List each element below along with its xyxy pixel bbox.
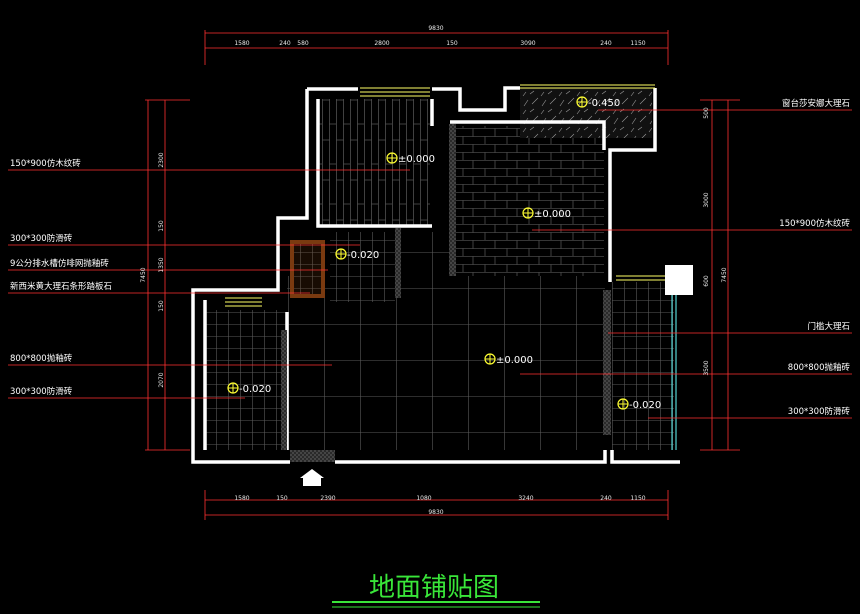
elevation-marker-bathroom: -0.020: [335, 248, 379, 261]
label-threshold-marble: 门槛大理石: [807, 321, 850, 332]
dimension-lines: [145, 30, 740, 520]
svg-text:±0.000: ±0.000: [398, 154, 435, 165]
elevation-marker-kitchen: -0.020: [227, 382, 271, 395]
right-dim-1: 500: [703, 107, 710, 119]
label-wood-tile-right: 150*900仿木纹砖: [779, 218, 850, 229]
svg-text:-0.450: -0.450: [588, 98, 620, 109]
entrance-arrow: [300, 469, 324, 486]
top-dim-3: 580: [297, 40, 309, 47]
elevation-marker-balcony: -0.450: [576, 96, 620, 109]
label-wood-tile-upper: 150*900仿木纹砖: [10, 158, 81, 169]
left-dim-total: 7450: [140, 267, 147, 282]
top-dim-4: 2800: [374, 40, 389, 47]
svg-text:-0.020: -0.020: [629, 400, 661, 411]
right-dim-total: 7450: [721, 267, 728, 282]
right-material-labels: 窗台莎安娜大理石 150*900仿木纹砖 门槛大理石 800*800抛釉砖 30…: [779, 98, 850, 417]
top-dim-6: 3090: [520, 40, 535, 47]
right-dim-2: 3000: [703, 192, 710, 207]
right-dim-3: 600: [703, 275, 710, 287]
bottom-dim-1: 1580: [234, 495, 249, 502]
column-box: [665, 265, 693, 295]
left-dimensions: 7450 2300 150 1350 150 2070: [140, 152, 165, 387]
top-dim-2: 240: [279, 40, 291, 47]
elevation-marker-bedroom-right: ±0.000: [522, 207, 571, 220]
top-dim-1: 1580: [234, 40, 249, 47]
top-dim-8: 1150: [630, 40, 645, 47]
elevation-marker-living-room: ±0.000: [484, 353, 533, 366]
left-dim-4: 150: [158, 300, 165, 312]
drawing-title: 地面铺贴图: [369, 573, 499, 603]
svg-text:-0.020: -0.020: [239, 384, 271, 395]
windows: [225, 84, 677, 450]
leader-lines: [8, 109, 852, 419]
right-dimensions: 500 3000 600 3500 7450: [703, 107, 728, 376]
bottom-dim-2: 150: [276, 495, 288, 502]
floor-fills: [205, 88, 674, 450]
left-dim-1: 2300: [158, 152, 165, 167]
elevation-marker-bedroom-left: ±0.000: [386, 152, 435, 165]
label-marble-step: 新西米黄大理石条形踏板石: [10, 281, 112, 292]
left-dim-3: 1350: [158, 257, 165, 272]
label-glazed-tile-800: 800*800抛釉砖: [10, 353, 73, 364]
title-underline: [332, 601, 540, 608]
left-dim-5: 2070: [158, 372, 165, 387]
left-dim-2: 150: [158, 220, 165, 232]
top-dim-5: 150: [446, 40, 458, 47]
top-dimensions: 9830 1580 240 580 2800 150 3090 240 1150: [234, 25, 645, 47]
label-antislip-tile-lower: 300*300防滑砖: [10, 386, 73, 397]
label-drain-glazed-tile: 9公分排水槽仿啡网抛釉砖: [10, 258, 109, 269]
top-dim-7: 240: [600, 40, 612, 47]
top-dim-total: 9830: [428, 25, 443, 32]
elevation-marker-side-balcony: -0.020: [617, 398, 661, 411]
label-antislip-tile-upper: 300*300防滑砖: [10, 233, 73, 244]
svg-text:±0.000: ±0.000: [534, 209, 571, 220]
bottom-dim-7: 1150: [630, 495, 645, 502]
bottom-dim-4: 1080: [416, 495, 431, 502]
bottom-dim-5: 3240: [518, 495, 533, 502]
elevation-markers: -0.450 ±0.000 ±0.000 -0.020 ±0.000 -0.02…: [227, 96, 661, 411]
svg-text:±0.000: ±0.000: [496, 355, 533, 366]
bottom-dim-6: 240: [600, 495, 612, 502]
left-material-labels: 150*900仿木纹砖 300*300防滑砖 9公分排水槽仿啡网抛釉砖 新西米黄…: [10, 158, 112, 397]
bottom-dim-total: 9830: [428, 509, 443, 516]
bottom-dim-3: 2390: [320, 495, 335, 502]
bottom-dimensions: 1580 150 2390 1080 3240 240 1150 9830: [234, 495, 645, 516]
wall-hatching: [281, 124, 611, 462]
svg-text:-0.020: -0.020: [347, 250, 379, 261]
label-windowsill-marble: 窗台莎安娜大理石: [782, 98, 850, 109]
right-dim-4: 3500: [703, 360, 710, 375]
label-glazed-tile-right: 800*800抛釉砖: [788, 362, 851, 373]
label-antislip-tile-right: 300*300防滑砖: [788, 406, 851, 417]
